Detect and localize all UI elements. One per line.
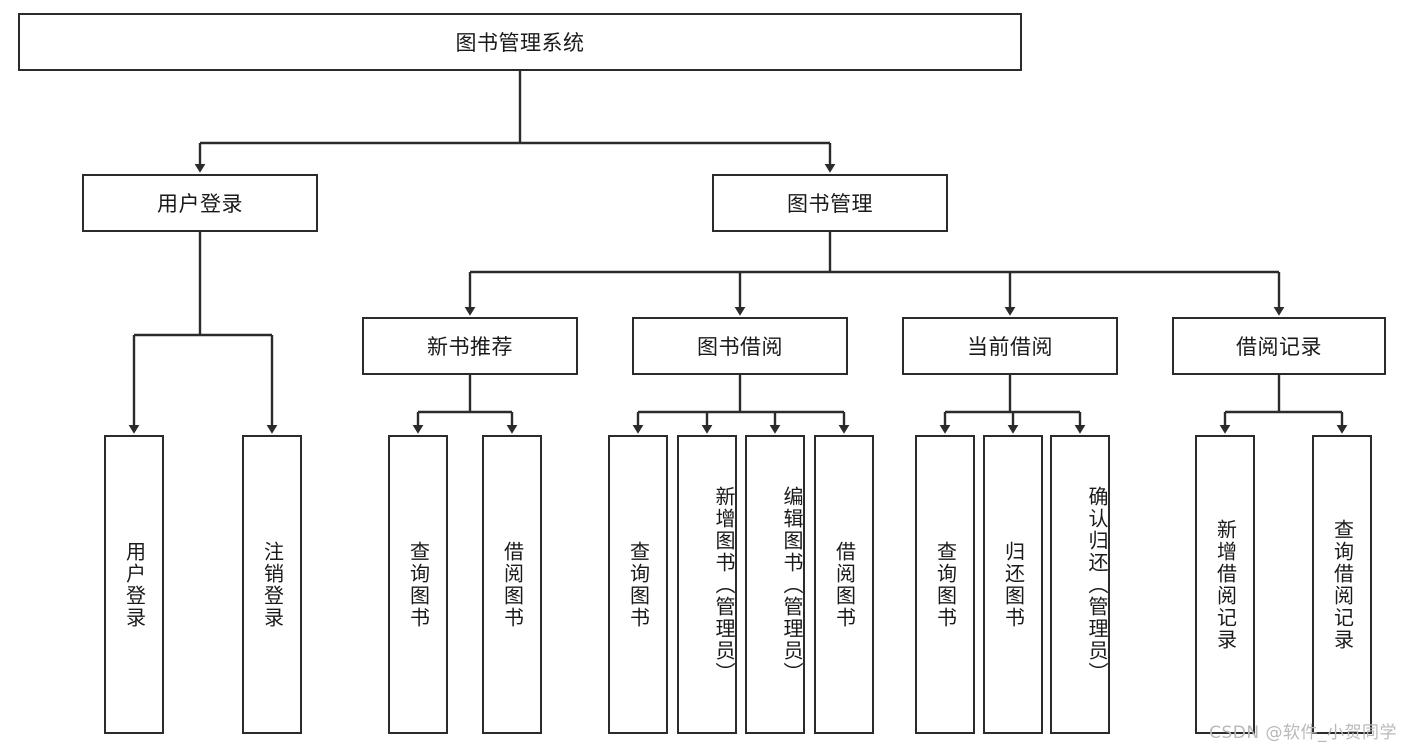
node-leaf-leaf-query-book-recommend[interactable]: 查询图书 xyxy=(388,435,448,734)
node-level2-borrow-record[interactable]: 借阅记录 xyxy=(1172,317,1386,375)
node-leaf-leaf-query-book-current[interactable]: 查询图书 xyxy=(915,435,975,734)
node-leaf-leaf-edit-book-admin[interactable]: 编辑图书（管理员） xyxy=(745,435,805,734)
node-label: 当前借阅 xyxy=(967,335,1053,359)
node-label: 编辑图书（管理员） xyxy=(780,485,804,684)
node-label: 用户登录 xyxy=(122,540,147,629)
node-label: 查询图书 xyxy=(933,540,958,629)
node-leaf-leaf-query-book-borrow[interactable]: 查询图书 xyxy=(608,435,668,734)
node-level1-user-login[interactable]: 用户登录 xyxy=(82,174,318,232)
node-label: 用户登录 xyxy=(157,192,243,216)
node-label: 借阅图书 xyxy=(500,540,525,629)
node-leaf-leaf-return-book[interactable]: 归还图书 xyxy=(983,435,1043,734)
node-label: 新增借阅记录 xyxy=(1213,518,1238,651)
node-leaf-leaf-user-login[interactable]: 用户登录 xyxy=(104,435,164,734)
node-label: 图书管理系统 xyxy=(455,31,585,55)
node-leaf-leaf-query-borrow-record[interactable]: 查询借阅记录 xyxy=(1312,435,1372,734)
node-label: 借阅图书 xyxy=(832,540,857,629)
node-label: 图书管理 xyxy=(787,192,873,216)
node-label: 图书借阅 xyxy=(697,335,783,359)
node-leaf-leaf-add-borrow-record[interactable]: 新增借阅记录 xyxy=(1195,435,1255,734)
node-leaf-leaf-logout[interactable]: 注销登录 xyxy=(242,435,302,734)
node-label: 查询借阅记录 xyxy=(1330,518,1355,651)
node-label: 借阅记录 xyxy=(1236,335,1322,359)
node-level2-book-borrow[interactable]: 图书借阅 xyxy=(632,317,848,375)
node-leaf-leaf-borrow-book-recommend[interactable]: 借阅图书 xyxy=(482,435,542,734)
node-leaf-leaf-borrow-book[interactable]: 借阅图书 xyxy=(814,435,874,734)
node-level2-new-book-recommend[interactable]: 新书推荐 xyxy=(362,317,578,375)
node-level1-book-management[interactable]: 图书管理 xyxy=(712,174,948,232)
node-leaf-leaf-add-book-admin[interactable]: 新增图书（管理员） xyxy=(677,435,737,734)
node-label: 新书推荐 xyxy=(427,335,513,359)
node-label: 查询图书 xyxy=(406,540,431,629)
node-label: 注销登录 xyxy=(260,540,285,629)
node-label: 归还图书 xyxy=(1001,540,1026,629)
node-root-system[interactable]: 图书管理系统 xyxy=(18,13,1022,71)
node-label: 查询图书 xyxy=(626,540,651,629)
node-label: 新增图书（管理员） xyxy=(712,485,736,684)
node-level2-current-borrow[interactable]: 当前借阅 xyxy=(902,317,1118,375)
node-label: 确认归还（管理员） xyxy=(1085,485,1109,684)
node-leaf-leaf-confirm-return-admin[interactable]: 确认归还（管理员） xyxy=(1050,435,1110,734)
